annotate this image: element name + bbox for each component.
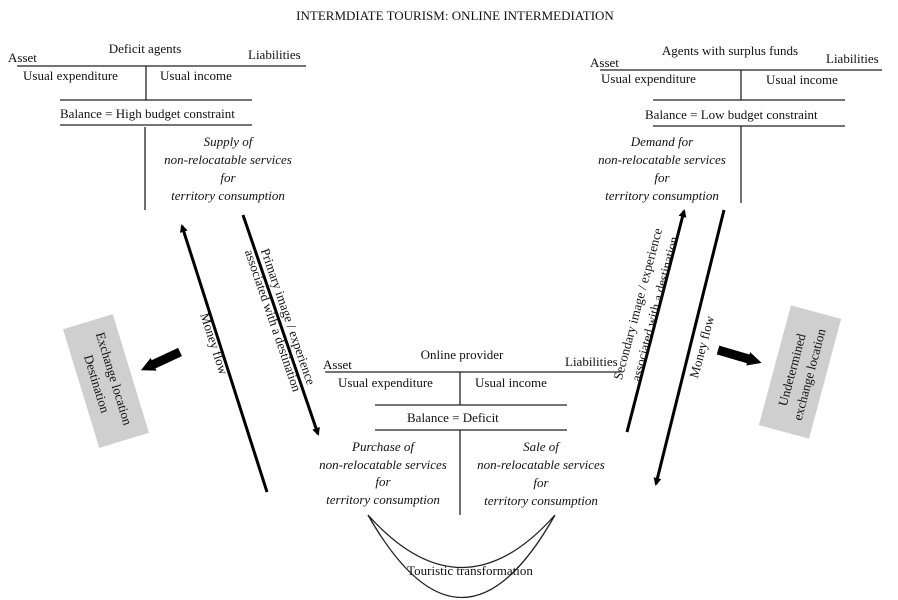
undetermined-exchange-location-box: Undetermined exchange location: [758, 305, 842, 439]
usual-income: Usual income: [766, 72, 838, 87]
balance: Balance = Deficit: [407, 410, 499, 425]
demand-line: Demand for: [630, 134, 694, 149]
liabilities-label: Liabilities: [248, 47, 301, 62]
usual-expenditure: Usual expenditure: [23, 68, 118, 83]
sale-line: non-relocatable services: [477, 457, 605, 472]
balance: Balance = High budget constraint: [60, 106, 235, 121]
account-name: Deficit agents: [109, 41, 182, 56]
purchase-line: Purchase of: [351, 439, 416, 454]
liabilities-label: Liabilities: [565, 354, 618, 369]
supply-line: territory consumption: [171, 188, 285, 203]
asset-label: Asset: [323, 357, 352, 372]
purchase-line: non-relocatable services: [319, 457, 447, 472]
secondary-image-arrow: [625, 209, 687, 433]
asset-label: Asset: [590, 55, 619, 70]
purchase-line: for: [375, 474, 391, 489]
supply-line: Supply of: [204, 134, 255, 149]
usual-income: Usual income: [475, 375, 547, 390]
supply-line: for: [220, 170, 236, 185]
thick-arrow-right: [716, 345, 762, 366]
deficit-agents-account: Deficit agents Asset Liabilities Usual e…: [8, 41, 306, 210]
money-flow-left-arrow: [180, 224, 269, 493]
primary-image-arrow: [241, 214, 320, 436]
sale-line: territory consumption: [484, 493, 598, 508]
liabilities-label: Liabilities: [826, 51, 879, 66]
money-flow-right-arrow: [653, 209, 726, 486]
exchange-location-destination-box: Exchange location Destination: [63, 314, 149, 448]
diagram-title: INTERMDIATE TOURISM: ONLINE INTERMEDIATI…: [296, 8, 614, 23]
asset-label: Asset: [8, 50, 37, 65]
online-provider-account: Online provider Asset Liabilities Usual …: [319, 347, 620, 599]
surplus-agents-account: Agents with surplus funds Asset Liabilit…: [590, 43, 882, 203]
account-name: Online provider: [421, 347, 504, 362]
sale-line: for: [533, 475, 549, 490]
usual-expenditure: Usual expenditure: [601, 71, 696, 86]
thick-arrow-left: [140, 347, 182, 371]
usual-income: Usual income: [160, 68, 232, 83]
supply-line: non-relocatable services: [164, 152, 292, 167]
sale-line: Sale of: [523, 439, 561, 454]
demand-line: for: [654, 170, 670, 185]
usual-expenditure: Usual expenditure: [338, 375, 433, 390]
account-name: Agents with surplus funds: [662, 43, 798, 58]
demand-line: territory consumption: [605, 188, 719, 203]
purchase-line: territory consumption: [326, 492, 440, 507]
demand-line: non-relocatable services: [598, 152, 726, 167]
balance: Balance = Low budget constraint: [645, 107, 818, 122]
transformation-crescent: [367, 514, 556, 599]
money-flow-left-label: Money flow: [197, 311, 231, 377]
touristic-transformation: Touristic transformation: [407, 563, 533, 578]
